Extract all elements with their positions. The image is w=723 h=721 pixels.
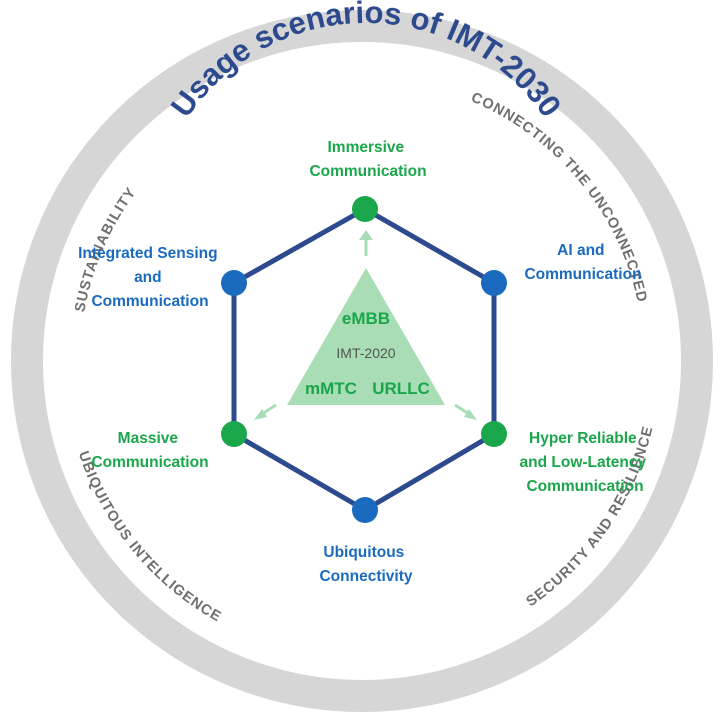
scenario-label-massive: Massive Communication: [91, 430, 208, 471]
scenario-label-immersive: Immersive Communication: [309, 139, 426, 180]
triangle-label-mmtc: mMTC: [305, 379, 357, 398]
node-ubiquitous: [352, 497, 378, 523]
triangle-label-imt2020: IMT-2020: [336, 345, 395, 361]
node-ai: [481, 270, 507, 296]
triangle-label-urllc: URLLC: [372, 379, 430, 398]
scenario-label-ubiquitous: Ubiquitous Connectivity: [319, 544, 412, 585]
node-massive: [221, 421, 247, 447]
scenario-label-hrllc: Hyper Reliable and Low-Latency Communica…: [520, 430, 651, 495]
node-hrllc: [481, 421, 507, 447]
imt2020-triangle: [287, 268, 445, 405]
scenario-label-ai: AI and Communication: [524, 242, 641, 283]
ring-label-security-resilience: SECURITY AND RESILIENCE: [524, 424, 657, 610]
outer-ring: [11, 10, 713, 712]
arrow-down-left-icon: [254, 403, 277, 420]
node-isac: [221, 270, 247, 296]
triangle-label-embb: eMBB: [342, 309, 390, 328]
diagram-title: Usage scenarios of IMT-2030: [164, 0, 568, 123]
scenario-label-isac: Integrated Sensing and Communication: [78, 245, 222, 310]
arrow-up-icon: [359, 230, 373, 256]
node-immersive: [352, 196, 378, 222]
arrow-down-right-icon: [454, 403, 477, 420]
